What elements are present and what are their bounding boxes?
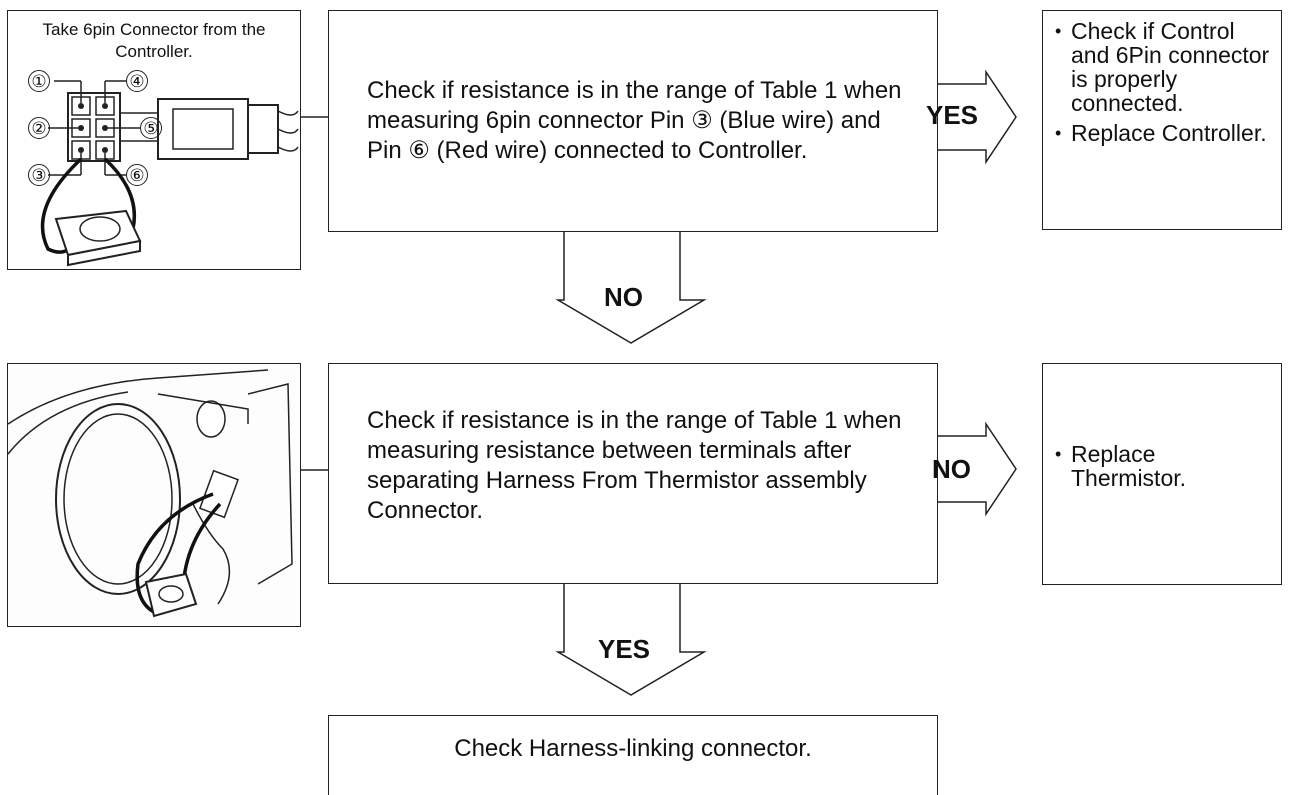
no-right-arrow [935, 421, 1017, 517]
final-step-text: Check Harness-linking connector. [454, 735, 812, 762]
result-box-2: Replace Thermistor. [1042, 363, 1282, 585]
connector-figure-box: Take 6pin Connector from the Controller. [7, 10, 301, 270]
no-down-arrow [555, 230, 707, 344]
figure-caption: Take 6pin Connector from the Controller. [42, 20, 266, 61]
check-box-1: Check if resistance is in the range of T… [328, 10, 938, 232]
thermistor-figure-box [7, 363, 301, 627]
pin-1-label: ① [28, 70, 50, 92]
check-text-2: Check if resistance is in the range of T… [367, 407, 902, 524]
no-label-2: NO [932, 454, 971, 484]
yes-right-arrow [935, 69, 1017, 165]
check-text-1: Check if resistance is in the range of T… [367, 77, 902, 164]
yes-label-2: YES [598, 634, 651, 664]
yes-label-1: YES [926, 100, 979, 130]
final-step-box: Check Harness-linking connector. [328, 715, 938, 795]
pin-2-label: ② [28, 117, 50, 139]
pin-6-label: ⑥ [126, 164, 148, 186]
no-label-1: NO [604, 282, 643, 312]
pin-3-label: ③ [28, 164, 50, 186]
result-list-2: Replace Thermistor. [1055, 442, 1275, 496]
result-item-replace-controller: Replace Controller. [1055, 121, 1275, 145]
connector-illustration [40, 80, 299, 267]
result-item-check-connection: Check if Control and 6Pin connector is p… [1055, 19, 1275, 115]
pin-4-label: ④ [126, 70, 148, 92]
result-box-1: Check if Control and 6Pin connector is p… [1042, 10, 1282, 230]
pin-5-label: ⑤ [140, 117, 162, 139]
check-box-2: Check if resistance is in the range of T… [328, 363, 938, 584]
result-item-replace-thermistor: Replace Thermistor. [1055, 442, 1275, 490]
yes-down-arrow [555, 582, 707, 696]
result-list-1: Check if Control and 6Pin connector is p… [1055, 19, 1275, 151]
thermistor-illustration [7, 369, 293, 618]
